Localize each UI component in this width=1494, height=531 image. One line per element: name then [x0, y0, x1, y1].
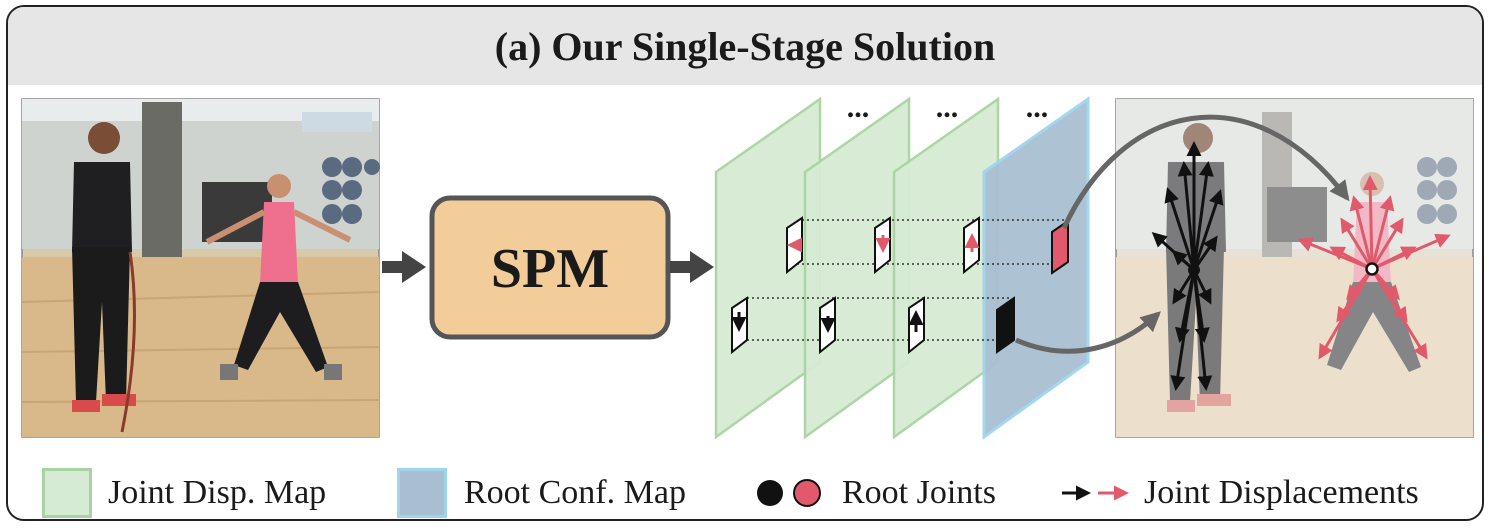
dotted-guides — [737, 219, 1072, 341]
arrow-spm-to-maps — [670, 251, 714, 283]
legend-joint-displacements: Joint Displacements — [1144, 474, 1419, 511]
red-joint-displacement-arrows — [1297, 175, 1451, 360]
ellipsis-1: ... — [847, 91, 870, 124]
output-photo — [1115, 98, 1474, 438]
figure-panel: (a) Our Single-Stage Solution — [6, 5, 1484, 521]
legend-root-joints-dots — [757, 479, 821, 507]
curved-arrow-to-black-root — [1015, 311, 1161, 354]
pipeline-diagram: SPM ... ... ... — [21, 91, 1474, 507]
legend-joint-disp-map: Joint Disp. Map — [108, 474, 327, 511]
arrow-input-to-spm — [382, 251, 426, 283]
legend-root-conf-swatch — [397, 468, 447, 518]
input-photo — [21, 98, 380, 438]
spm-label: SPM — [491, 238, 609, 300]
root-conf-map — [982, 96, 1090, 440]
curved-arrow-to-red-root — [1061, 114, 1350, 230]
legend-root-conf-map: Root Conf. Map — [464, 474, 686, 511]
figure-title: (a) Our Single-Stage Solution — [494, 23, 996, 69]
black-joint-displacement-arrows — [1151, 141, 1224, 391]
red-displacement-cells — [786, 216, 1069, 275]
ellipsis-3: ... — [1026, 91, 1049, 124]
title-bar: (a) Our Single-Stage Solution — [8, 7, 1482, 85]
legend-root-joints: Root Joints — [842, 474, 996, 511]
red-root-joint — [1365, 262, 1379, 276]
ellipsis-2: ... — [936, 91, 959, 124]
black-root-joint — [1188, 264, 1200, 276]
black-displacement-cells — [731, 296, 1015, 355]
spm-block — [429, 195, 671, 340]
legend-joint-disp-swatch — [42, 468, 92, 518]
